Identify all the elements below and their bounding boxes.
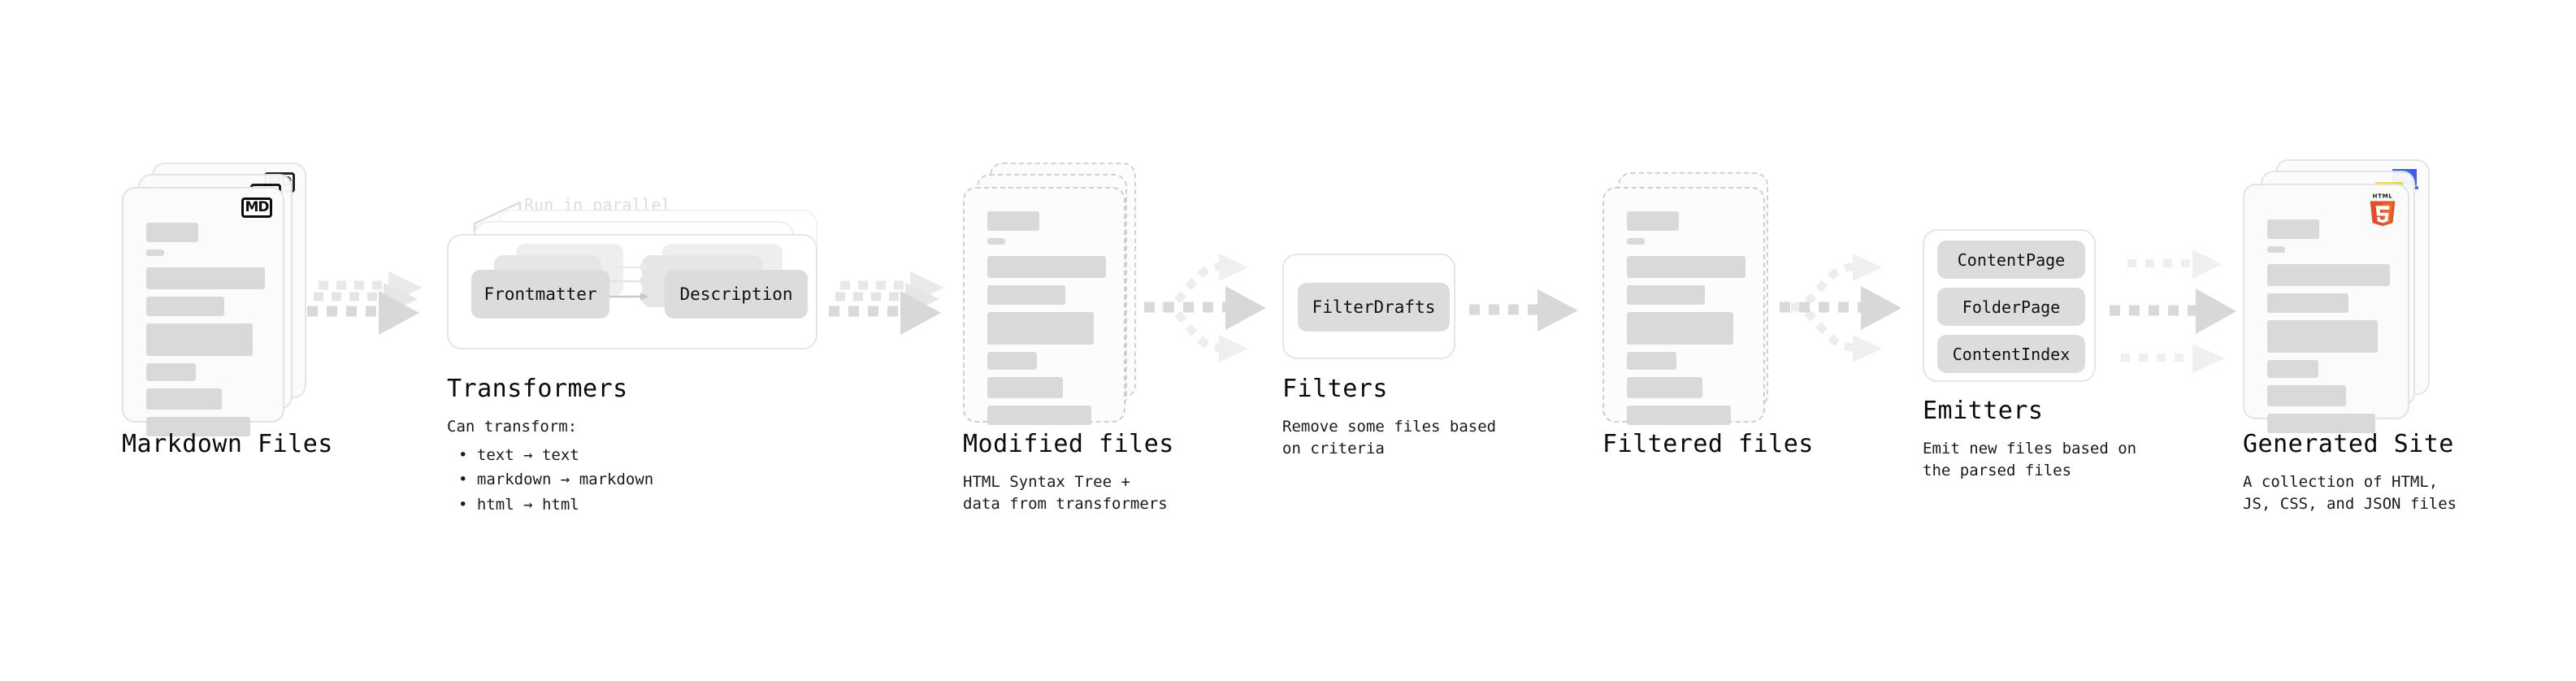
transformers-subtitle: Can transform:	[447, 417, 578, 436]
generated-placeholder-lines	[2267, 219, 2390, 440]
transformers-stack: Frontmatter Description	[447, 210, 829, 372]
generated-site-subtitle: A collection of HTML, JS, CSS, and JSON …	[2243, 472, 2457, 514]
connector-markdown-to-transformers	[307, 267, 445, 364]
filters-title: Filters	[1282, 375, 1388, 403]
transformers-title: Transformers	[447, 375, 628, 403]
placeholder-line	[987, 238, 1005, 245]
emitters-caption: Emitters Emit new files based on the par…	[1923, 396, 2199, 483]
markdown-sheet-front: MD	[122, 187, 284, 436]
transformers-inner-arrows	[609, 263, 648, 301]
placeholder-line	[146, 363, 197, 381]
placeholder-line	[146, 297, 225, 316]
placeholder-line	[1627, 406, 1732, 425]
placeholder-line	[2267, 360, 2319, 378]
placeholder-line	[146, 223, 198, 242]
modified-files-stack	[963, 163, 1150, 425]
placeholder-line	[146, 267, 265, 289]
transformers-bullet-1: • markdown → markdown	[458, 471, 654, 489]
transformers-bullet-0: • text → text	[458, 446, 579, 465]
markdown-files-title: Markdown Files	[122, 430, 333, 458]
modified-files-caption: Modified files HTML Syntax Tree + data f…	[963, 429, 1231, 516]
emitters-title: Emitters	[1923, 397, 2044, 425]
placeholder-line	[2267, 264, 2390, 286]
markdown-badge-icon-1: MD	[241, 197, 272, 218]
placeholder-line	[146, 388, 223, 410]
placeholder-line	[2267, 246, 2285, 253]
modified-placeholder-lines	[987, 211, 1106, 432]
connector-emitters-to-site	[2110, 236, 2264, 390]
modified-files-title: Modified files	[963, 430, 1174, 458]
placeholder-line	[987, 256, 1106, 278]
placeholder-line	[2267, 293, 2348, 313]
filters-caption: Filters Remove some files based on crite…	[1282, 374, 1550, 461]
filtered-files-stack	[1602, 172, 1789, 425]
placeholder-line	[1627, 285, 1706, 305]
svg-text:HTML: HTML	[2373, 193, 2393, 200]
placeholder-line	[2267, 385, 2346, 406]
placeholder-line	[1627, 377, 1703, 398]
generated-site-caption: Generated Site A collection of HTML, JS,…	[2243, 429, 2519, 516]
emitters-box: ContentPage FolderPage ContentIndex	[1923, 229, 2096, 382]
placeholder-line	[2267, 320, 2378, 353]
connector-filtered-to-emitters	[1780, 244, 1942, 390]
markdown-files-caption: Markdown Files	[122, 429, 333, 460]
markdown-placeholder-lines	[146, 223, 265, 444]
transformers-bullet-list: • text → text • markdown → markdown • ht…	[447, 443, 788, 517]
emitters-chip-contentindex[interactable]: ContentIndex	[1937, 335, 2085, 373]
transformers-chip-description[interactable]: Description	[665, 270, 808, 319]
generated-sheet-front: HTML	[2243, 184, 2409, 433]
placeholder-line	[146, 417, 251, 436]
placeholder-line	[1627, 256, 1746, 278]
placeholder-line	[987, 352, 1038, 370]
emitters-subtitle: Emit new files based on the parsed files	[1923, 439, 2137, 480]
placeholder-line	[1627, 211, 1679, 231]
filtered-files-caption: Filtered files	[1602, 429, 1814, 460]
generated-site-stack: CSS HTML	[2243, 159, 2438, 433]
transformers-caption: Transformers Can transform: • text → tex…	[447, 374, 788, 517]
emitters-chip-folderpage[interactable]: FolderPage	[1937, 288, 2085, 326]
filters-box: FilterDrafts	[1282, 254, 1455, 359]
filters-chip-filterdrafts[interactable]: FilterDrafts	[1298, 283, 1450, 332]
placeholder-line	[146, 249, 164, 256]
transformers-bullet-2: • html → html	[458, 495, 579, 514]
modified-files-subtitle: HTML Syntax Tree + data from transformer…	[963, 472, 1168, 514]
placeholder-line	[987, 406, 1092, 425]
transformers-chip-frontmatter[interactable]: Frontmatter	[471, 270, 609, 319]
placeholder-line	[987, 312, 1095, 345]
filtered-placeholder-lines	[1627, 211, 1746, 432]
filters-subtitle: Remove some files based on criteria	[1282, 417, 1497, 458]
connector-filters-to-filtered	[1469, 288, 1591, 345]
placeholder-line	[987, 285, 1066, 305]
placeholder-line	[1627, 312, 1734, 345]
placeholder-line	[2267, 219, 2319, 239]
markdown-files-stack: MD MD MD	[122, 163, 309, 436]
placeholder-line	[987, 211, 1039, 231]
filtered-files-title: Filtered files	[1602, 430, 1814, 458]
placeholder-line	[146, 323, 254, 356]
emitters-chip-contentpage[interactable]: ContentPage	[1937, 241, 2085, 279]
placeholder-line	[1627, 238, 1645, 245]
connector-transformers-to-modified	[829, 267, 967, 364]
connector-modified-to-filters	[1144, 244, 1307, 390]
placeholder-line	[2267, 414, 2375, 433]
placeholder-line	[1627, 352, 1677, 370]
placeholder-line	[987, 377, 1064, 398]
generated-site-title: Generated Site	[2243, 430, 2454, 458]
modified-sheet-front	[963, 187, 1125, 425]
filtered-sheet-front	[1602, 187, 1765, 425]
html5-badge-icon: HTML	[2370, 193, 2396, 227]
